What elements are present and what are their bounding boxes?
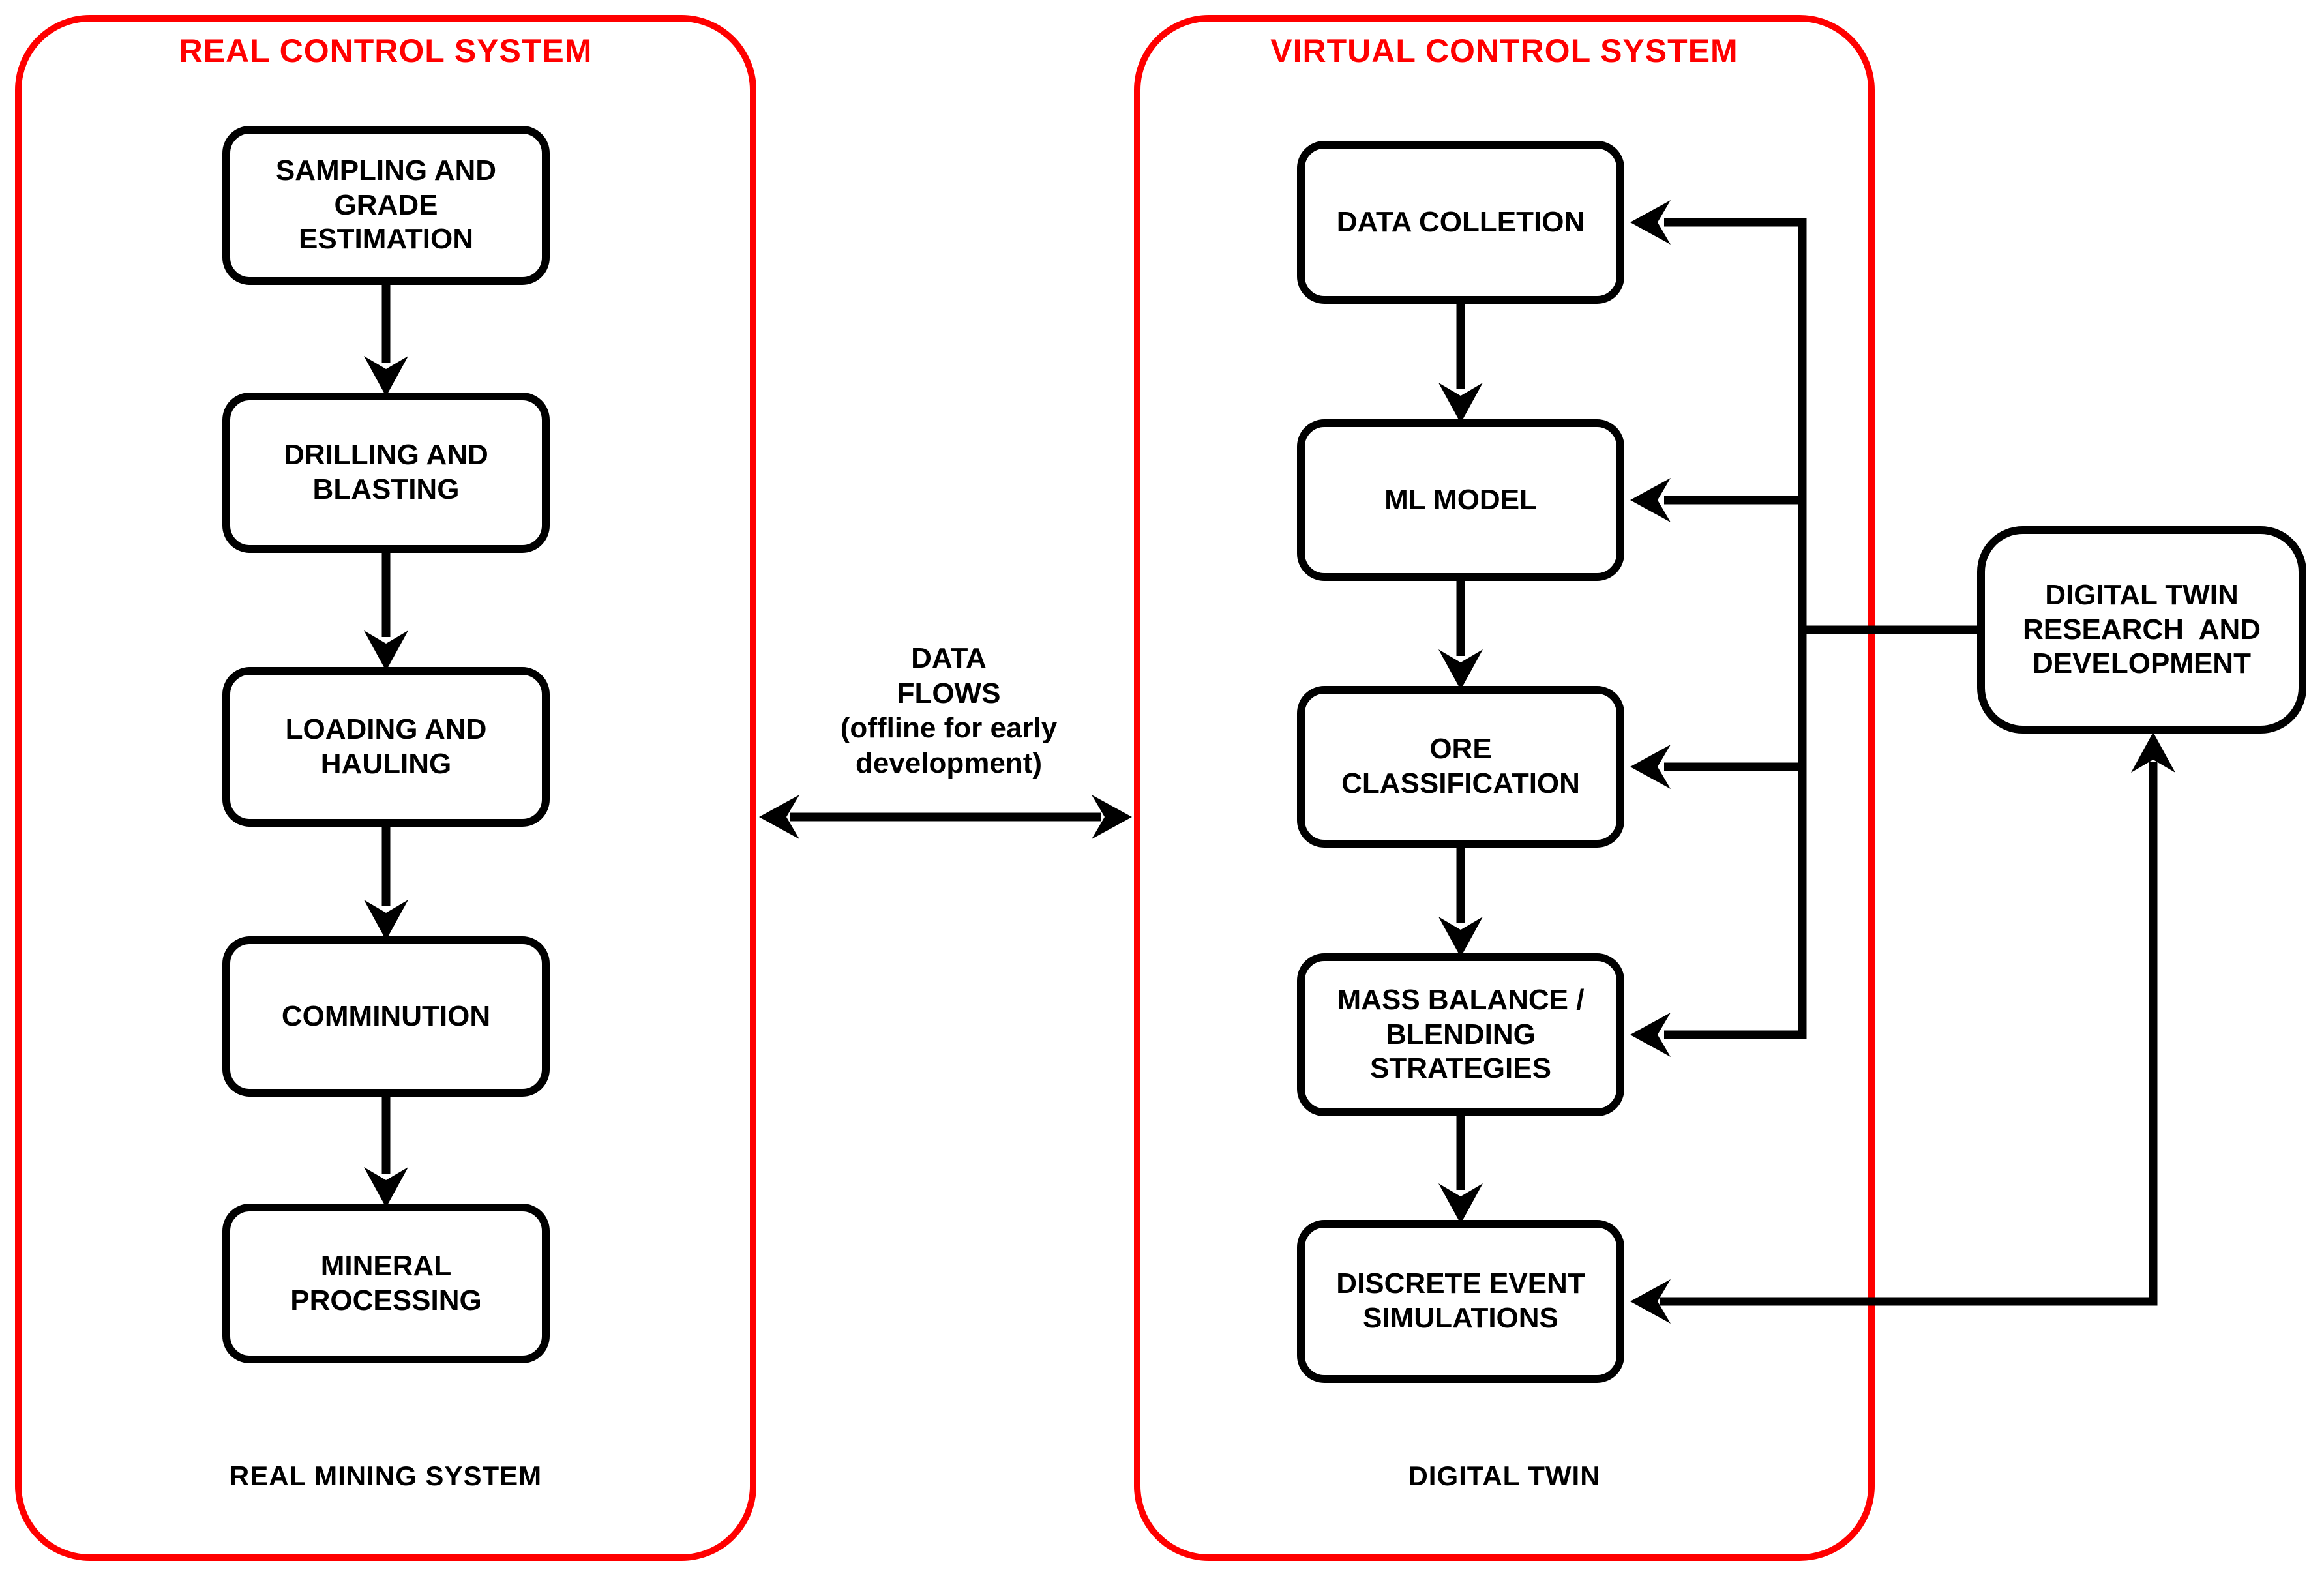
node-mass-balance-blending: MASS BALANCE / BLENDING STRATEGIES — [1297, 953, 1624, 1116]
node-loading-hauling: LOADING AND HAULING — [222, 667, 550, 827]
node-discrete-event-simulations: DISCRETE EVENT SIMULATIONS — [1297, 1220, 1624, 1383]
node-ml-model: ML MODEL — [1297, 419, 1624, 581]
real-control-system-container: REAL CONTROL SYSTEM REAL MINING SYSTEM — [15, 15, 756, 1561]
node-comminution: COMMINUTION — [222, 936, 550, 1097]
data-flows-label: DATA FLOWS (offline for early developmen… — [840, 642, 1058, 780]
node-data-colletion: DATA COLLETION — [1297, 141, 1624, 304]
real-control-system-title: REAL CONTROL SYSTEM — [179, 33, 593, 69]
node-drilling-blasting: DRILLING AND BLASTING — [222, 393, 550, 553]
node-digital-twin-research-development: DIGITAL TWIN RESEARCH AND DEVELOPMENT — [1977, 526, 2306, 734]
virtual-control-system-title: VIRTUAL CONTROL SYSTEM — [1270, 33, 1738, 69]
node-sampling-grade-estimation: SAMPLING AND GRADE ESTIMATION — [222, 126, 550, 285]
real-mining-system-label: REAL MINING SYSTEM — [229, 1461, 543, 1491]
node-ore-classification: ORE CLASSIFICATION — [1297, 686, 1624, 848]
double-arrow-icon — [759, 795, 1132, 839]
node-mineral-processing: MINERAL PROCESSING — [222, 1204, 550, 1363]
digital-twin-label: DIGITAL TWIN — [1408, 1461, 1601, 1491]
